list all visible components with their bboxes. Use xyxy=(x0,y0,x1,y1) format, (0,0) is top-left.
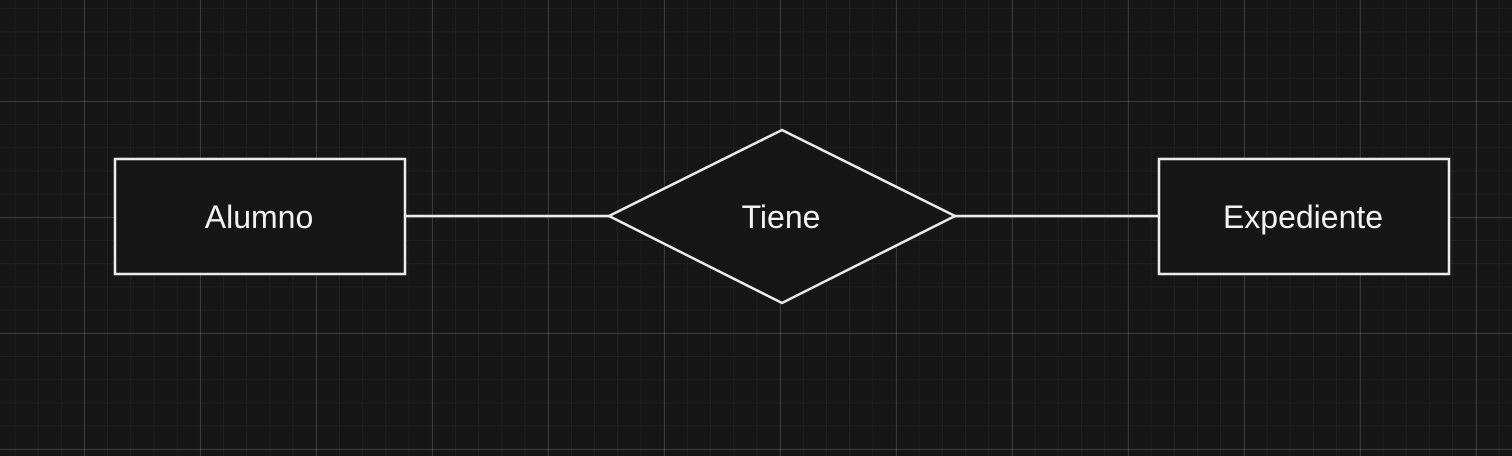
entity-alumno[interactable]: Alumno xyxy=(113,157,407,276)
relationship-tiene-diamond[interactable] xyxy=(606,128,958,305)
entity-alumno-box[interactable] xyxy=(113,157,407,276)
relationship-tiene[interactable]: Tiene xyxy=(606,128,958,305)
entity-expediente-box[interactable] xyxy=(1157,157,1451,276)
entity-expediente[interactable]: Expediente xyxy=(1157,157,1451,276)
relationship-tiene-label: Tiene xyxy=(742,199,821,235)
entity-alumno-label: Alumno xyxy=(205,199,314,235)
entity-expediente-label: Expediente xyxy=(1223,199,1383,235)
